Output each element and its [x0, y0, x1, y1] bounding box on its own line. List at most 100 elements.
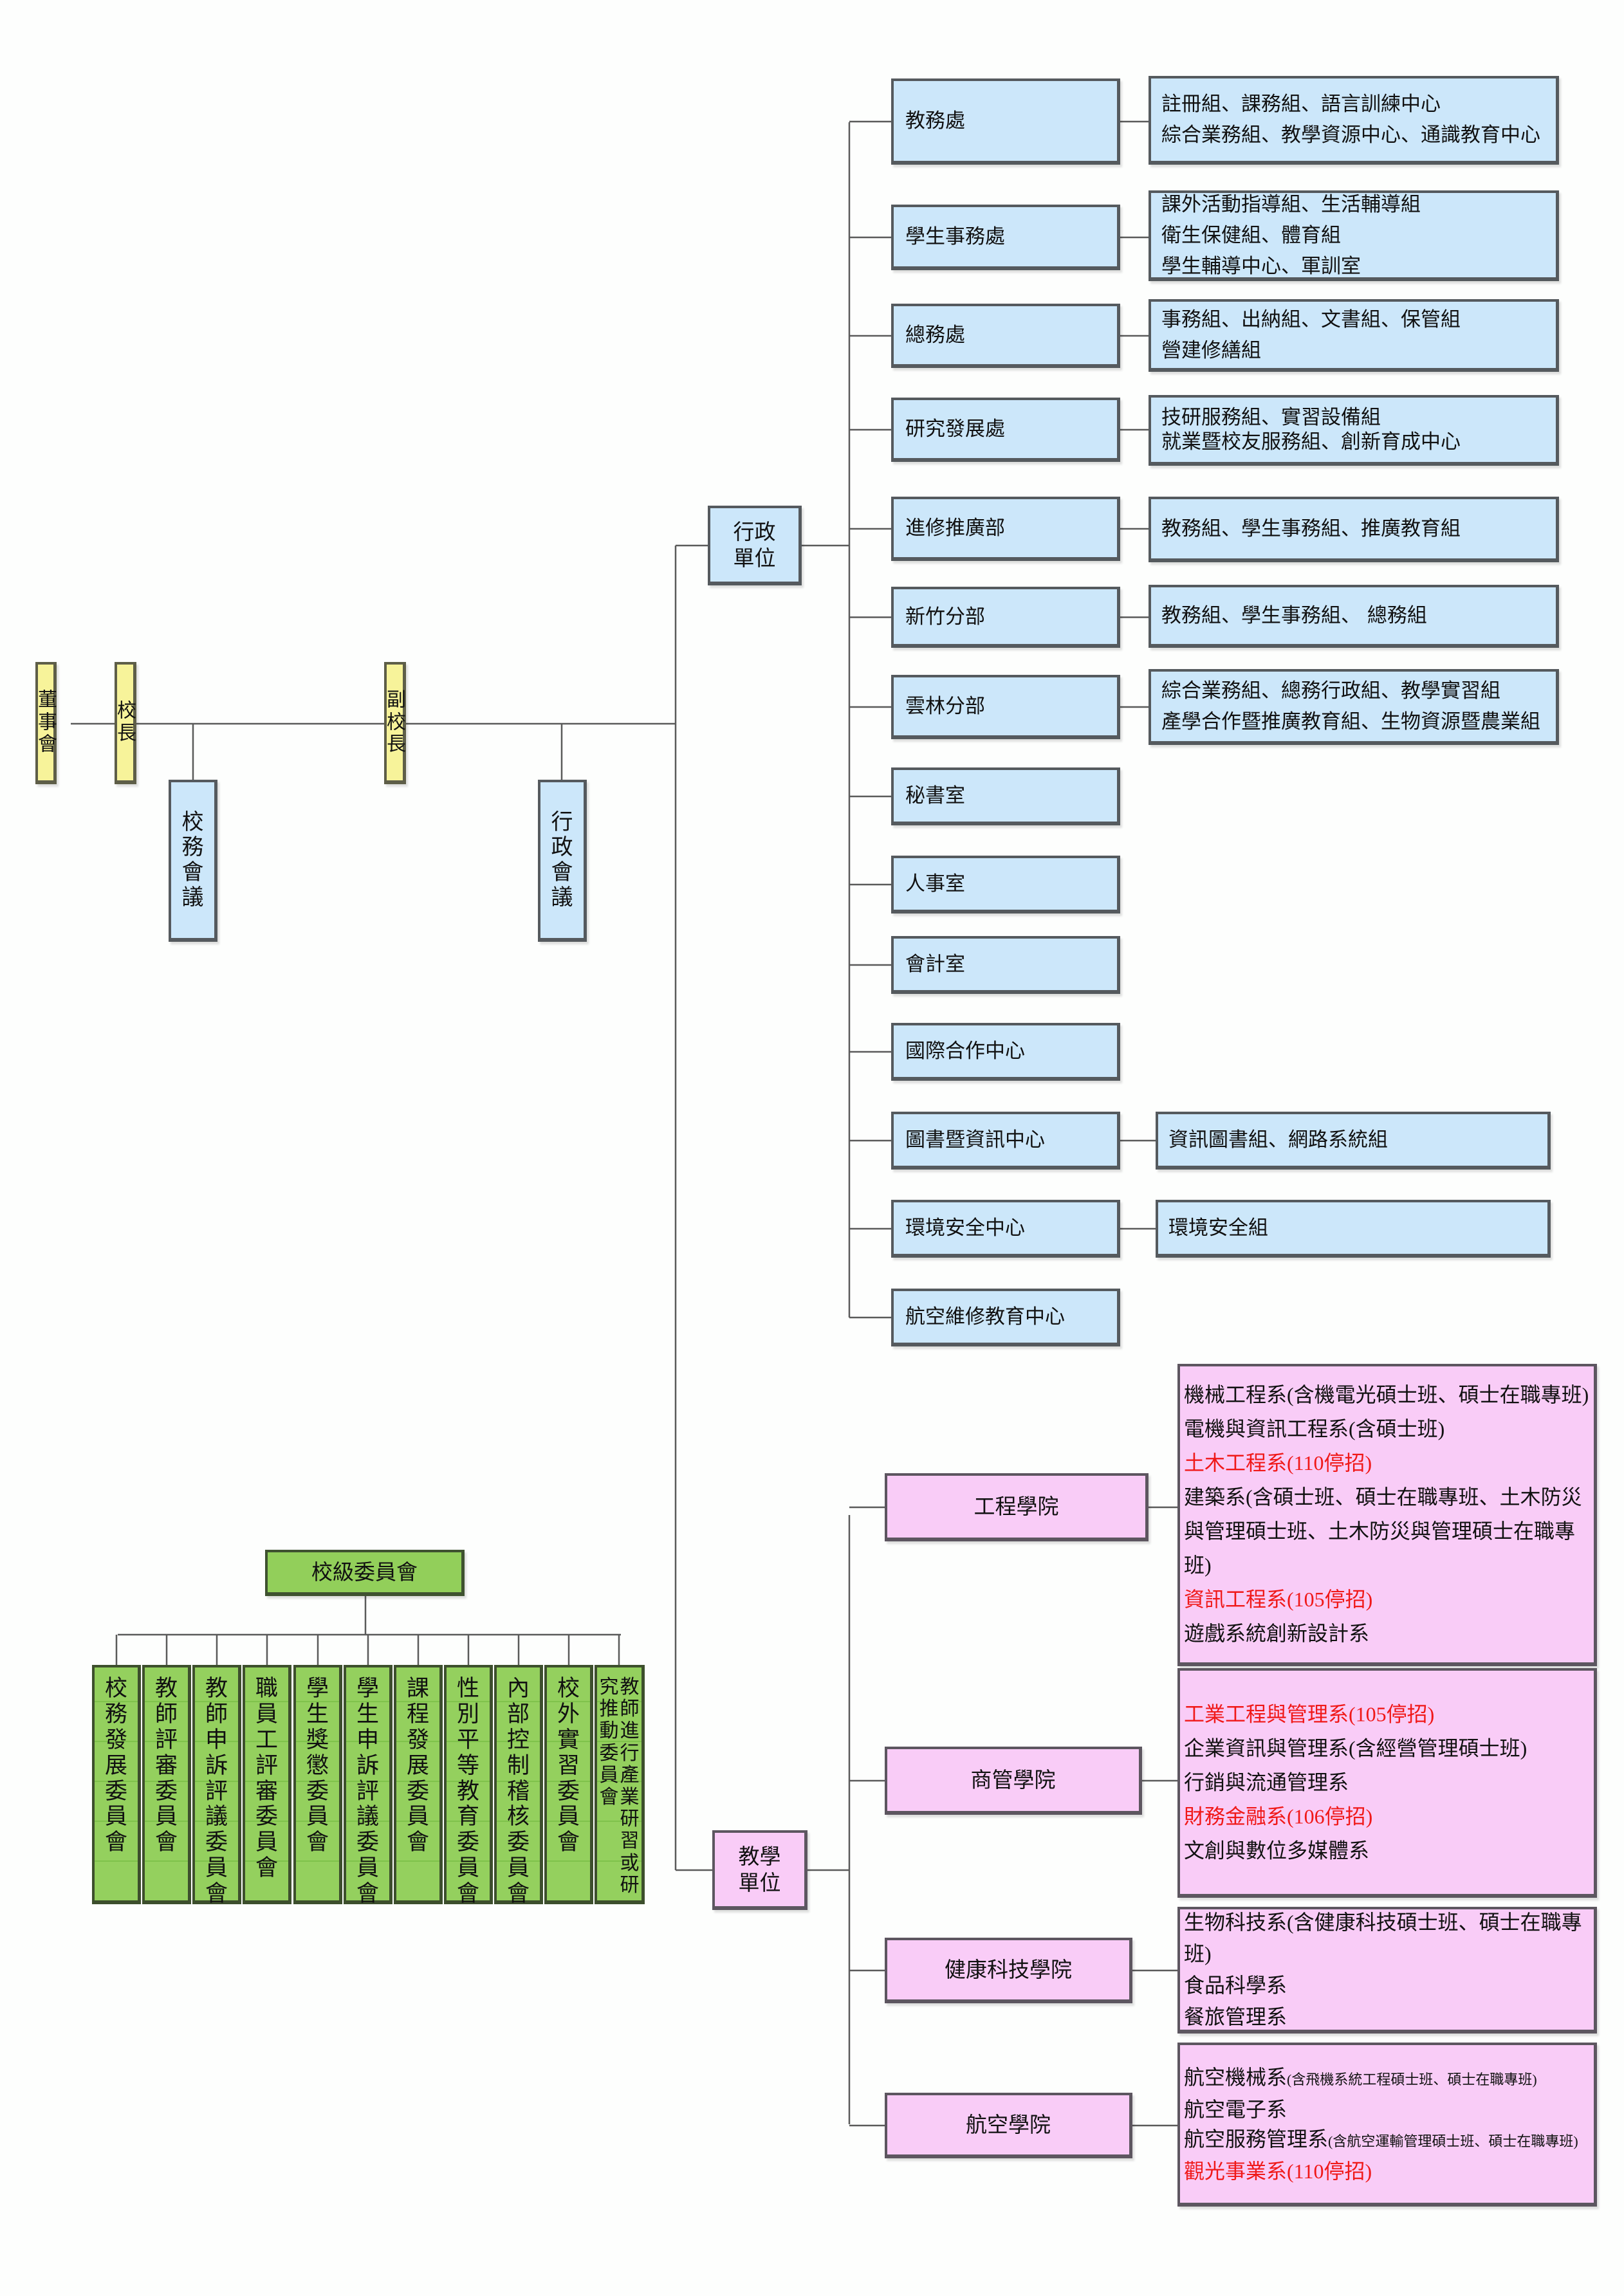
department-list: 工業工程與管理系(105停招)企業資訊與管理系(含經營管理碩士班)行銷與流通管理…	[1184, 1697, 1591, 1868]
committee-item[interactable]: 職員工評審委員會	[243, 1665, 291, 1904]
committee-item[interactable]: 教師進行產業研習或研究推動委員會	[595, 1665, 645, 1904]
college-box[interactable]: 航空學院	[885, 2093, 1132, 2158]
admin-subunit-box[interactable]: 綜合業務組、總務行政組、教學實習組產學合作暨推廣教育組、生物資源暨農業組	[1149, 669, 1559, 745]
department-name: 建築系(含碩士班、碩士在職專班、土木防災與管理碩士班、土木防災與管理碩士在職專班…	[1184, 1485, 1582, 1577]
admin-subunit-box[interactable]: 教務組、學生事務組、 總務組	[1149, 585, 1559, 648]
department-box[interactable]: 機械工程系(含機電光碩士班、碩士在職專班)電機與資訊工程系(含碩士班)土木工程系…	[1177, 1364, 1597, 1666]
department-item: 餐旅管理系	[1184, 2001, 1591, 2033]
admin-unit-label: 人事室	[905, 872, 965, 895]
admin-unit[interactable]: 進修推廣部	[891, 497, 1120, 561]
char: 校	[181, 809, 204, 835]
admin-subunit-box[interactable]: 事務組、出納組、文書組、保管組營建修繕組	[1149, 299, 1559, 372]
admin-unit-label: 新竹分部	[905, 605, 985, 629]
char: 議	[551, 885, 573, 911]
department-note: (含航空運輸管理碩士班、碩士在職專班)	[1328, 2133, 1578, 2149]
committee-item[interactable]: 教師申訴評議委員會	[192, 1665, 241, 1907]
school-affairs-meeting-box[interactable]: 校務會議	[169, 780, 217, 942]
admin-unit[interactable]: 新竹分部	[891, 587, 1120, 648]
department-list: 生物科技系(含健康科技碩士班、碩士在職專班)食品科學系餐旅管理系	[1184, 1907, 1591, 2033]
department-box[interactable]: 航空機械系(含飛機系統工程碩士班、碩士在職專班)航空電子系航空服務管理系(含航空…	[1177, 2043, 1597, 2207]
admin-subunit-line: 事務組、出納組、文書組、保管組	[1161, 308, 1461, 331]
board-box[interactable]: 董事會	[35, 662, 57, 784]
vice-president-label: 副校長	[387, 689, 406, 756]
admin-unit[interactable]: 研究發展處	[891, 398, 1120, 462]
admin-unit[interactable]: 圖書暨資訊中心	[891, 1112, 1120, 1170]
department-item: 觀光事業系(110停招)	[1184, 2156, 1591, 2186]
admin-subunit-line: 技研服務組、實習設備組	[1161, 406, 1381, 429]
vice-president-box[interactable]: 副校長	[384, 662, 406, 784]
admin-units-box[interactable]: 行政單位	[708, 506, 802, 585]
admin-subunit-box[interactable]: 課外活動指導組、生活輔導組衛生保健組、體育組學生輔導中心、軍訓室	[1149, 190, 1559, 281]
char: 校	[387, 710, 406, 733]
department-item: 生物科技系(含健康科技碩士班、碩士在職專班)	[1184, 1907, 1591, 1970]
department-item: 航空服務管理系(含航空運輸管理碩士班、碩士在職專班)	[1184, 2124, 1591, 2156]
department-name: 機械工程系(含機電光碩士班、碩士在職專班)	[1184, 1383, 1589, 1406]
committee-label: 性別平等教育委員會	[456, 1676, 479, 1907]
administrative-meeting-label: 行政會議	[540, 809, 584, 911]
committee-label: 內部控制稽核委員會	[506, 1676, 530, 1907]
committee-item[interactable]: 課程發展委員會	[394, 1665, 443, 1904]
admin-unit[interactable]: 學生事務處	[891, 205, 1120, 270]
college-box[interactable]: 工程學院	[885, 1473, 1149, 1541]
admin-unit[interactable]: 環境安全中心	[891, 1200, 1120, 1258]
committee-item[interactable]: 性別平等教育委員會	[444, 1665, 493, 1907]
admin-unit[interactable]: 教務處	[891, 78, 1120, 165]
admin-subunit-line: 衛生保健組、體育組	[1161, 223, 1341, 247]
admin-unit[interactable]: 總務處	[891, 304, 1120, 368]
admin-unit-label: 研究發展處	[905, 417, 1005, 441]
president-box[interactable]: 校長	[115, 662, 136, 784]
admin-units-label: 行政單位	[733, 519, 776, 571]
admin-subunit-list: 教務組、學生事務組、 總務組	[1161, 600, 1427, 631]
department-name: 航空服務管理系	[1184, 2127, 1329, 2151]
committee-label: 校務發展委員會	[104, 1676, 127, 1856]
char: 會	[551, 859, 573, 885]
department-item: 航空電子系	[1184, 2095, 1591, 2124]
department-name: 航空電子系	[1184, 2097, 1287, 2121]
committee-title-box[interactable]: 校級委員會	[265, 1550, 465, 1596]
department-box[interactable]: 生物科技系(含健康科技碩士班、碩士在職專班)食品科學系餐旅管理系	[1177, 1907, 1597, 2034]
admin-unit[interactable]: 航空維修教育中心	[891, 1289, 1120, 1346]
department-name: 電機與資訊工程系(含碩士班)	[1184, 1417, 1445, 1440]
department-item: 文創與數位多媒體系	[1184, 1833, 1591, 1868]
admin-subunit-line: 綜合業務組、總務行政組、教學實習組	[1161, 679, 1500, 703]
admin-subunit-box[interactable]: 註冊組、課務組、語言訓練中心綜合業務組、教學資源中心、通識教育中心	[1149, 76, 1559, 165]
admin-unit-label: 總務處	[905, 323, 965, 347]
department-name: 文創與數位多媒體系	[1184, 1839, 1370, 1862]
admin-subunit-box[interactable]: 資訊圖書組、網路系統組	[1156, 1112, 1551, 1170]
committee-item[interactable]: 教師評審委員會	[142, 1665, 191, 1904]
board-label: 董事會	[38, 689, 57, 756]
admin-subunit-box[interactable]: 技研服務組、實習設備組就業暨校友服務組、創新育成中心	[1149, 395, 1559, 466]
admin-unit[interactable]: 會計室	[891, 936, 1120, 994]
char: 務	[181, 834, 204, 860]
administrative-meeting-box[interactable]: 行政會議	[538, 780, 587, 942]
admin-subunit-list: 環境安全組	[1168, 1213, 1268, 1244]
committee-item[interactable]: 學生申訴評議委員會	[344, 1665, 392, 1907]
department-item: 工業工程與管理系(105停招)	[1184, 1697, 1591, 1731]
committee-item[interactable]: 內部控制稽核委員會	[494, 1665, 543, 1907]
admin-unit-label: 圖書暨資訊中心	[905, 1128, 1045, 1152]
admin-subunit-line: 環境安全組	[1168, 1217, 1268, 1240]
committee-item[interactable]: 校外實習委員會	[544, 1665, 593, 1904]
admin-unit-label: 進修推廣部	[905, 516, 1005, 540]
department-name: 工業工程與管理系(105停招)	[1184, 1702, 1435, 1725]
admin-subunit-box[interactable]: 教務組、學生事務組、推廣教育組	[1149, 497, 1559, 562]
committee-item[interactable]: 學生獎懲委員會	[293, 1665, 342, 1904]
committee-item[interactable]: 校務發展委員會	[92, 1665, 141, 1904]
college-label: 商管學院	[970, 1767, 1056, 1793]
academic-units-box[interactable]: 教學單位	[712, 1830, 807, 1910]
admin-unit-label: 雲林分部	[905, 694, 985, 718]
college-box[interactable]: 健康科技學院	[885, 1938, 1132, 2003]
admin-subunit-box[interactable]: 環境安全組	[1156, 1200, 1551, 1258]
admin-unit[interactable]: 雲林分部	[891, 675, 1120, 739]
college-box[interactable]: 商管學院	[885, 1747, 1142, 1815]
admin-unit[interactable]: 人事室	[891, 856, 1120, 914]
admin-unit[interactable]: 秘書室	[891, 767, 1120, 825]
department-box[interactable]: 工業工程與管理系(105停招)企業資訊與管理系(含經營管理碩士班)行銷與流通管理…	[1177, 1668, 1597, 1898]
admin-unit[interactable]: 國際合作中心	[891, 1023, 1120, 1081]
department-name: 企業資訊與管理系(含經營管理碩士班)	[1184, 1736, 1527, 1759]
admin-unit-label: 國際合作中心	[905, 1039, 1025, 1063]
char: 會	[181, 859, 204, 885]
admin-subunit-line: 教務組、學生事務組、 總務組	[1161, 604, 1427, 627]
department-item: 航空機械系(含飛機系統工程碩士班、碩士在職專班)	[1184, 2062, 1591, 2095]
committee-label: 校外實習委員會	[557, 1676, 580, 1856]
